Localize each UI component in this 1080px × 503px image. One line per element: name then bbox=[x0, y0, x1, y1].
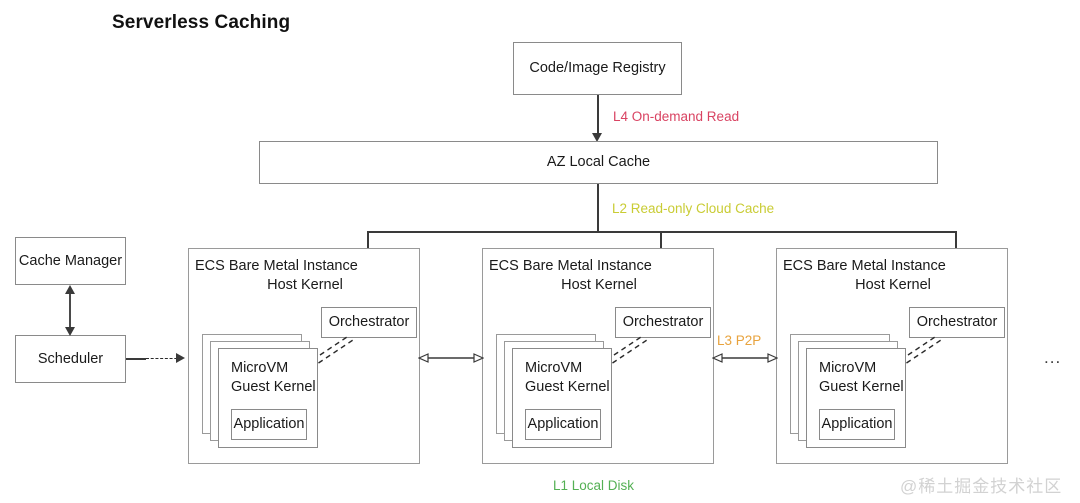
az-local-cache-label: AZ Local Cache bbox=[546, 154, 651, 171]
connector-scheduler-dashed bbox=[146, 358, 182, 359]
microvm-label-3: MicroVM Guest Kernel bbox=[819, 359, 904, 397]
microvm-label-2: MicroVM Guest Kernel bbox=[525, 359, 610, 397]
connector-scheduler-solid bbox=[126, 358, 146, 360]
ecs-panel-1-title: ECS Bare Metal Instance Host Kernel bbox=[195, 257, 415, 295]
ecs-instance-panel-2[interactable]: ECS Bare Metal Instance Host Kernel Orch… bbox=[482, 248, 714, 464]
microvm-label-1-line1: MicroVM bbox=[231, 360, 289, 376]
ecs-panel-2-title-line2: Host Kernel bbox=[561, 276, 637, 293]
ecs-panel-1-title-line1: ECS Bare Metal Instance bbox=[195, 258, 358, 274]
orchestrator-box-1[interactable]: Orchestrator bbox=[321, 307, 417, 338]
orchestrator-label-1: Orchestrator bbox=[328, 314, 410, 331]
ecs-panel-3-title-line1: ECS Bare Metal Instance bbox=[783, 258, 946, 274]
code-image-registry-box[interactable]: Code/Image Registry bbox=[513, 42, 682, 95]
code-image-registry-label: Code/Image Registry bbox=[529, 60, 666, 77]
scheduler-label: Scheduler bbox=[37, 350, 104, 367]
ecs-instance-panel-1[interactable]: ECS Bare Metal Instance Host Kernel Orch… bbox=[188, 248, 420, 464]
cache-manager-box[interactable]: Cache Manager bbox=[15, 237, 126, 285]
arrowhead-scheduler-to-panel bbox=[176, 353, 185, 363]
connector-az-trunk bbox=[597, 184, 599, 232]
edge-label-l4: L4 On-demand Read bbox=[613, 109, 740, 124]
orchestrator-box-3[interactable]: Orchestrator bbox=[909, 307, 1005, 338]
edge-label-l1: L1 Local Disk bbox=[553, 478, 635, 493]
watermark: @稀土掘金技术社区 bbox=[900, 477, 1063, 496]
ecs-instance-panel-3[interactable]: ECS Bare Metal Instance Host Kernel Orch… bbox=[776, 248, 1008, 464]
page-title: Serverless Caching bbox=[112, 12, 291, 33]
application-label-3: Application bbox=[821, 416, 893, 433]
orchestrator-label-2: Orchestrator bbox=[622, 314, 704, 331]
microvm-label-1-line2: Guest Kernel bbox=[231, 378, 316, 395]
application-label-1: Application bbox=[233, 416, 305, 433]
microvm-label-3-line1: MicroVM bbox=[819, 360, 877, 376]
ecs-panel-3-title-line2: Host Kernel bbox=[855, 276, 931, 293]
edge-label-l2: L2 Read-only Cloud Cache bbox=[612, 201, 775, 216]
microvm-label-1: MicroVM Guest Kernel bbox=[231, 359, 316, 397]
microvm-label-3-line2: Guest Kernel bbox=[819, 378, 904, 395]
application-box-3[interactable]: Application bbox=[819, 409, 895, 440]
microvm-label-2-line2: Guest Kernel bbox=[525, 378, 610, 395]
cache-manager-label: Cache Manager bbox=[18, 252, 123, 269]
connector-registry-to-az bbox=[597, 95, 599, 138]
application-box-1[interactable]: Application bbox=[231, 409, 307, 440]
peer-link-panel2-panel3 bbox=[712, 353, 778, 363]
ecs-panel-2-title: ECS Bare Metal Instance Host Kernel bbox=[489, 257, 709, 295]
orchestrator-box-2[interactable]: Orchestrator bbox=[615, 307, 711, 338]
edge-label-l3: L3 P2P bbox=[717, 333, 762, 348]
application-label-2: Application bbox=[527, 416, 599, 433]
orchestrator-label-3: Orchestrator bbox=[916, 314, 998, 331]
application-box-2[interactable]: Application bbox=[525, 409, 601, 440]
scheduler-box[interactable]: Scheduler bbox=[15, 335, 126, 383]
connector-cachemanager-scheduler bbox=[69, 291, 72, 330]
peer-link-panel1-panel2 bbox=[418, 353, 484, 363]
microvm-label-2-line1: MicroVM bbox=[525, 360, 583, 376]
az-local-cache-box[interactable]: AZ Local Cache bbox=[259, 141, 938, 184]
microvm-card-front-1[interactable]: MicroVM Guest Kernel Application bbox=[218, 348, 318, 448]
ecs-panel-3-title: ECS Bare Metal Instance Host Kernel bbox=[783, 257, 1003, 295]
microvm-card-front-3[interactable]: MicroVM Guest Kernel Application bbox=[806, 348, 906, 448]
ecs-panel-2-title-line1: ECS Bare Metal Instance bbox=[489, 258, 652, 274]
microvm-card-front-2[interactable]: MicroVM Guest Kernel Application bbox=[512, 348, 612, 448]
ecs-panel-1-title-line2: Host Kernel bbox=[267, 276, 343, 293]
arrowhead-registry-to-az bbox=[592, 133, 602, 142]
arrowhead-up-cachemanager bbox=[65, 285, 75, 294]
more-instances-ellipsis: ... bbox=[1044, 348, 1062, 367]
arrowhead-down-scheduler bbox=[65, 327, 75, 336]
